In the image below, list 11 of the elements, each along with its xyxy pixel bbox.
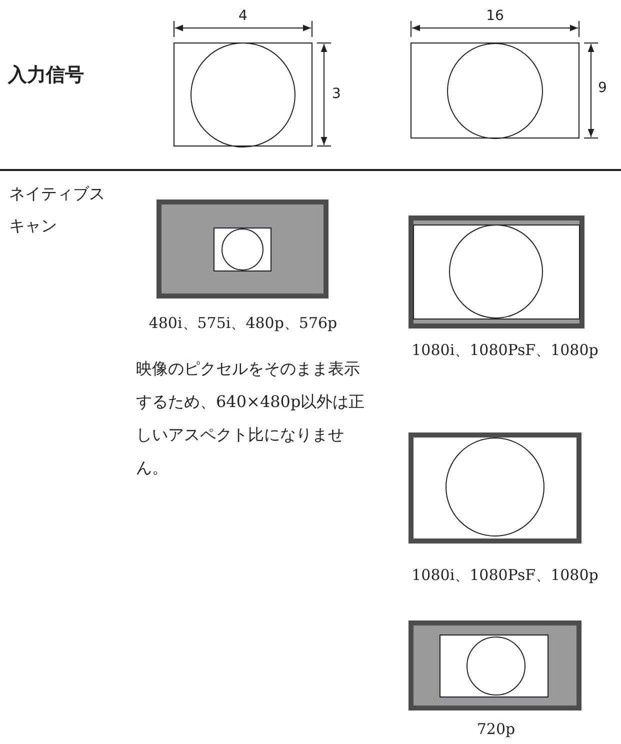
row-heading: 入力信号 xyxy=(8,63,84,88)
row-heading: ネイティブスキャン xyxy=(9,183,106,237)
format-caption: 1080i、1080PsF、1080p xyxy=(412,566,598,585)
note-text: 映像のピクセルをそのまま表示するため、640×480p以外は正しいアスペクト比になりません。 xyxy=(136,358,366,479)
dimension-label: 3 xyxy=(332,86,341,102)
dimension-label: 16 xyxy=(486,8,504,24)
dimension-label: 4 xyxy=(238,8,248,24)
dimension-label: 9 xyxy=(598,80,607,96)
format-caption: 720p xyxy=(476,720,516,738)
format-caption: 1080i、1080PsF、1080p xyxy=(412,341,598,360)
format-caption: 480i、575i、480p、576p xyxy=(148,314,338,333)
